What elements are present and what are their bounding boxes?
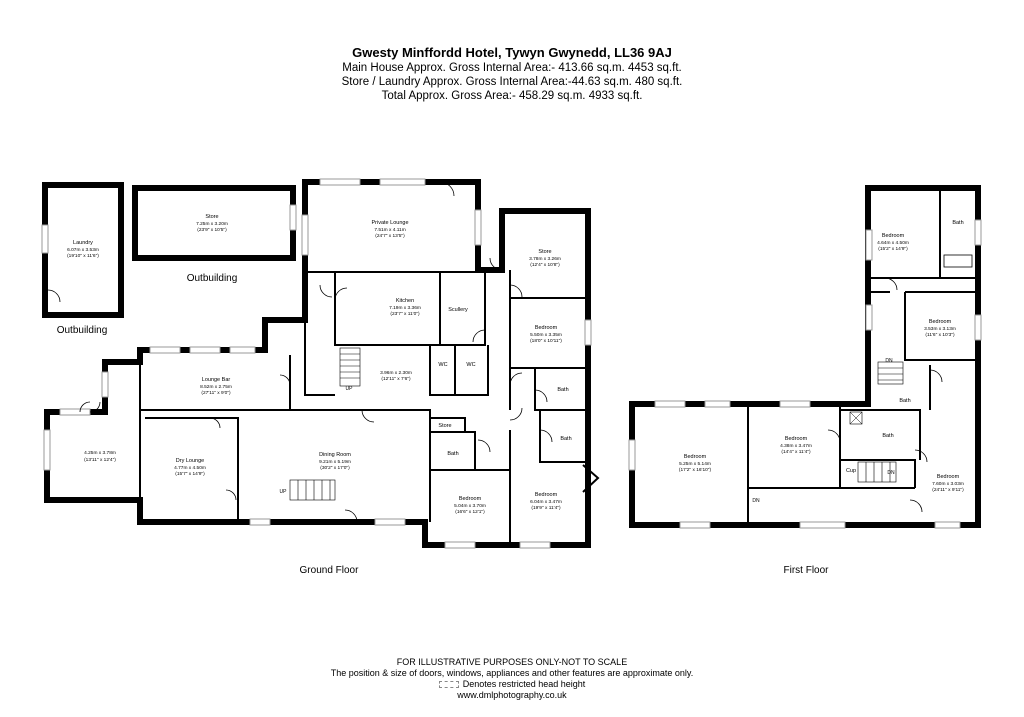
bedroom-gf1-metric: 5.50m x 3.35m <box>530 332 562 338</box>
store-out-name: Store <box>205 214 218 220</box>
private-lounge-name: Private Lounge <box>372 220 409 226</box>
bedroom-ff4-name: Bedroom <box>785 436 808 442</box>
bedroom-gf3-imperial: (19'9" x 11'4") <box>531 505 561 511</box>
total-area: Total Approx. Gross Area:- 458.29 sq.m. … <box>381 90 643 102</box>
bedroom-ff3-metric: 5.25m x 5.14m <box>679 461 711 467</box>
restricted-height-key: Denotes restricted head height <box>0 679 1024 690</box>
bedroom-ff4-imperial: (14'4" x 11'4") <box>781 449 811 455</box>
bedroom-gf1-imperial: (18'0" x 10'11") <box>530 338 562 344</box>
bedroom-gf2-name: Bedroom <box>459 496 482 502</box>
first-floor-plan: DN DN DN Bedroom 4.64m x 4.50m (15'2" x … <box>628 185 982 529</box>
bedroom-ff1-imperial: (15'2" x 14'9") <box>878 246 908 252</box>
kitchen-metric: 7.19m x 3.36m <box>389 305 421 311</box>
store-out-metric: 7.25m x 3.20m <box>196 221 228 227</box>
dining-room-metric: 9.21m x 5.19m <box>319 459 351 465</box>
first-floor-stairs-2 <box>857 461 897 483</box>
bedroom-gf2-imperial: (16'6" x 12'1") <box>455 509 485 515</box>
laundry-name: Laundry <box>73 240 93 246</box>
store-gf-name: Store <box>538 249 551 255</box>
dining-room-imperial: (30'2" x 17'0") <box>320 465 350 471</box>
private-lounge-metric: 7.51m x 4.11m <box>374 227 405 233</box>
private-lounge-imperial: (24'7" x 13'5") <box>375 233 405 239</box>
restricted-height-swatch <box>438 681 459 689</box>
bath-ff3-name: Bath <box>882 433 893 439</box>
dry-lounge-imperial: (15'7" x 14'9") <box>175 471 205 477</box>
store-gf-metric: 3.78m x 3.26m <box>529 256 561 262</box>
dining-room-name: Dining Room <box>319 452 351 458</box>
first-floor-stairs-1 <box>877 361 904 385</box>
ground-floor-stairs-up-1 <box>339 347 361 387</box>
first-floor-label: First Floor <box>784 565 830 576</box>
bedroom-ff4-metric: 4.38m x 3.47m <box>780 443 812 449</box>
scullery-name: Scullery <box>448 307 468 313</box>
bedroom-ff1-name: Bedroom <box>882 233 905 239</box>
bath-gf1-name: Bath <box>557 387 568 393</box>
kitchen-imperial: (23'7" x 11'0") <box>390 311 420 317</box>
bedroom-ff2-name: Bedroom <box>929 319 952 325</box>
bedroom-ff2-imperial: (11'6" x 10'3") <box>925 332 955 338</box>
stairs-dn-label-2: DN <box>887 470 895 476</box>
bedroom-ff2-metric: 3.53m x 3.13m <box>924 326 956 332</box>
laundry-imperial: (19'10" x 11'6") <box>67 253 99 259</box>
bath-ff2-name: Bath <box>899 398 910 404</box>
store-laundry-area: Store / Laundry Approx. Gross Internal A… <box>341 76 683 88</box>
store-small-name: Store <box>438 423 451 429</box>
main-house-area: Main House Approx. Gross Internal Area:-… <box>342 62 682 74</box>
bedroom-ff5-metric: 7.60m x 3.03m <box>932 481 964 487</box>
hall-metric: 3.96m x 2.30m <box>380 370 412 376</box>
bedroom-gf2-metric: 5.04m x 3.70m <box>454 503 486 509</box>
stairs-up-label-1: UP <box>346 386 354 392</box>
dry-lounge-name: Dry Lounge <box>176 458 204 464</box>
laundry-metric: 6.07m x 3.53m <box>67 247 99 253</box>
bedroom-ff5-imperial: (24'11" x 9'11") <box>932 487 964 493</box>
property-title: Gwesty Minffordd Hotel, Tywyn Gwynedd, L… <box>352 45 672 60</box>
ground-floor-label: Ground Floor <box>300 565 360 576</box>
sun-room-metric: 4.25m x 3.78m <box>84 450 116 456</box>
wc1-name: WC <box>438 362 447 368</box>
lounge-bar-imperial: (27'11" x 9'0") <box>201 390 231 396</box>
stairs-up-label-2: UP <box>280 489 288 495</box>
dry-lounge-metric: 4.77m x 4.50m <box>174 465 206 471</box>
store-gf-imperial: (12'4" x 10'8") <box>530 262 560 268</box>
stairs-dn-label-3: DN <box>752 498 760 504</box>
store-out-imperial: (23'9" x 10'5") <box>197 227 227 233</box>
lounge-bar-name: Lounge Bar <box>202 377 231 383</box>
laundry-outbuilding: Laundry 6.07m x 3.53m (19'10" x 11'6") <box>41 182 124 318</box>
bedroom-ff5-name: Bedroom <box>937 474 960 480</box>
bedroom-ff3-name: Bedroom <box>684 454 707 460</box>
disclaimer-text: The position & size of doors, windows, a… <box>330 668 694 678</box>
ground-floor-stairs-up-2 <box>289 479 336 501</box>
ground-floor-plan: UP UP Private Lounge 7.51m x 4.11m (24'7… <box>43 178 600 549</box>
website-link[interactable]: www.dmlphotography.co.uk <box>457 690 567 700</box>
cup-name: Cup <box>846 468 856 474</box>
bedroom-gf3-name: Bedroom <box>535 492 558 498</box>
wc2-name: WC <box>466 362 475 368</box>
restricted-height-text: Denotes restricted head height <box>462 679 586 689</box>
bath-gf3-name: Bath <box>560 436 571 442</box>
bath-gf2-name: Bath <box>447 451 458 457</box>
plan-footer: FOR ILLUSTRATIVE PURPOSES ONLY-NOT TO SC… <box>0 657 1024 701</box>
sun-room-imperial: (13'11" x 12'4") <box>84 457 116 463</box>
hall-imperial: (12'11" x 7'6") <box>381 376 411 382</box>
outbuilding-label-left: Outbuilding <box>57 325 108 336</box>
bedroom-gf1-name: Bedroom <box>535 325 558 331</box>
bedroom-gf3-metric: 6.04m x 3.47m <box>530 499 562 505</box>
bedroom-ff3-imperial: (17'2" x 16'10") <box>679 467 712 473</box>
lounge-bar-metric: 8.52m x 2.75m <box>200 384 232 390</box>
plan-header: Gwesty Minffordd Hotel, Tywyn Gwynedd, L… <box>0 45 1024 103</box>
stairs-dn-label-1: DN <box>885 358 893 364</box>
kitchen-name: Kitchen <box>396 298 414 304</box>
disclaimer-heading: FOR ILLUSTRATIVE PURPOSES ONLY-NOT TO SC… <box>396 657 628 667</box>
bath-ff1-name: Bath <box>952 220 963 226</box>
bedroom-ff1-metric: 4.64m x 4.50m <box>877 240 909 246</box>
outbuilding-label-right: Outbuilding <box>187 273 238 284</box>
store-outbuilding: Store 7.25m x 3.20m (23'9" x 10'5") <box>132 185 297 261</box>
